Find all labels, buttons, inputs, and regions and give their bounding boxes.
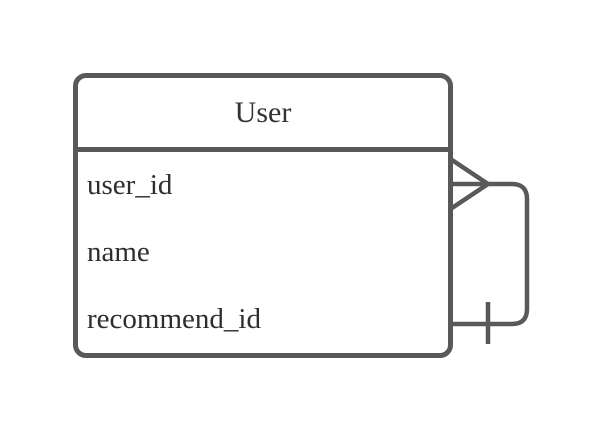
entity-attribute-list: user_id name recommend_id	[78, 152, 448, 353]
entity-attribute-name: name	[87, 236, 150, 268]
many-cardinality-marker-icon	[450, 158, 490, 210]
entity-attribute-recommend-id: recommend_id	[87, 303, 261, 335]
entity-user: User user_id name recommend_id	[73, 73, 453, 358]
entity-attribute-user-id: user_id	[87, 169, 173, 201]
relationship-path	[450, 181, 530, 327]
entity-title: User	[78, 78, 448, 152]
